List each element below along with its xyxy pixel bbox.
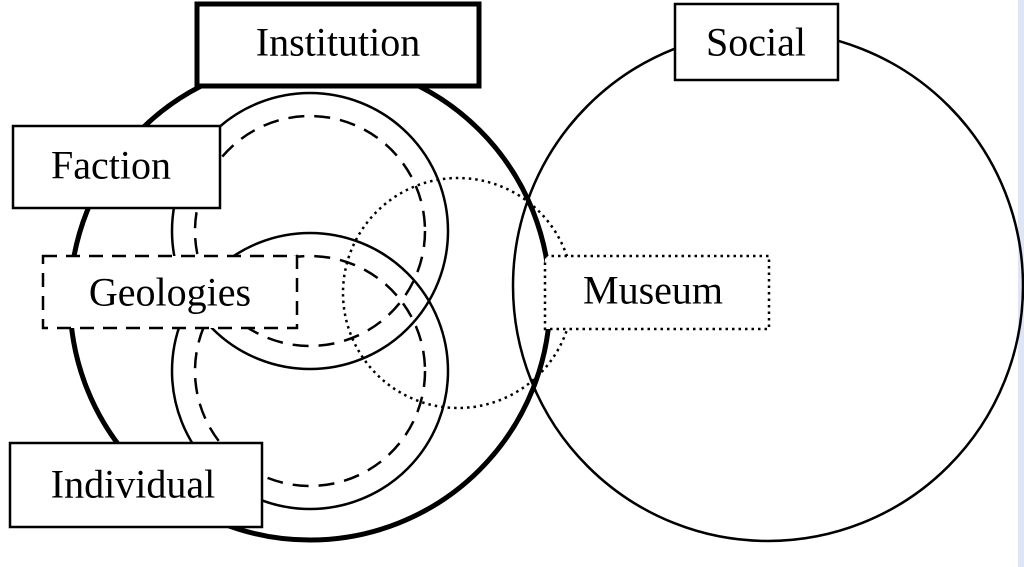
institution-label: Institution: [256, 20, 420, 65]
individual-dashed-circle: [193, 254, 427, 488]
individual-label-box: Individual: [8, 441, 264, 529]
geologies-label-box: Geologies: [41, 254, 299, 330]
faction-label-box: Faction: [11, 124, 222, 210]
museum-label: Museum: [583, 268, 723, 313]
social-label: Social: [706, 20, 806, 65]
individual-label: Individual: [51, 462, 215, 507]
geologies-label: Geologies: [89, 270, 251, 315]
faction-dashed-circle: [193, 114, 427, 348]
museum-label-box: Museum: [543, 254, 771, 331]
social-label-box: Social: [673, 2, 840, 82]
faction-label: Faction: [51, 143, 171, 188]
institution-label-box: Institution: [194, 1, 482, 89]
faction-solid-circle: [170, 91, 450, 371]
individual-solid-circle: [170, 231, 450, 511]
edge-strip: [1018, 0, 1024, 567]
